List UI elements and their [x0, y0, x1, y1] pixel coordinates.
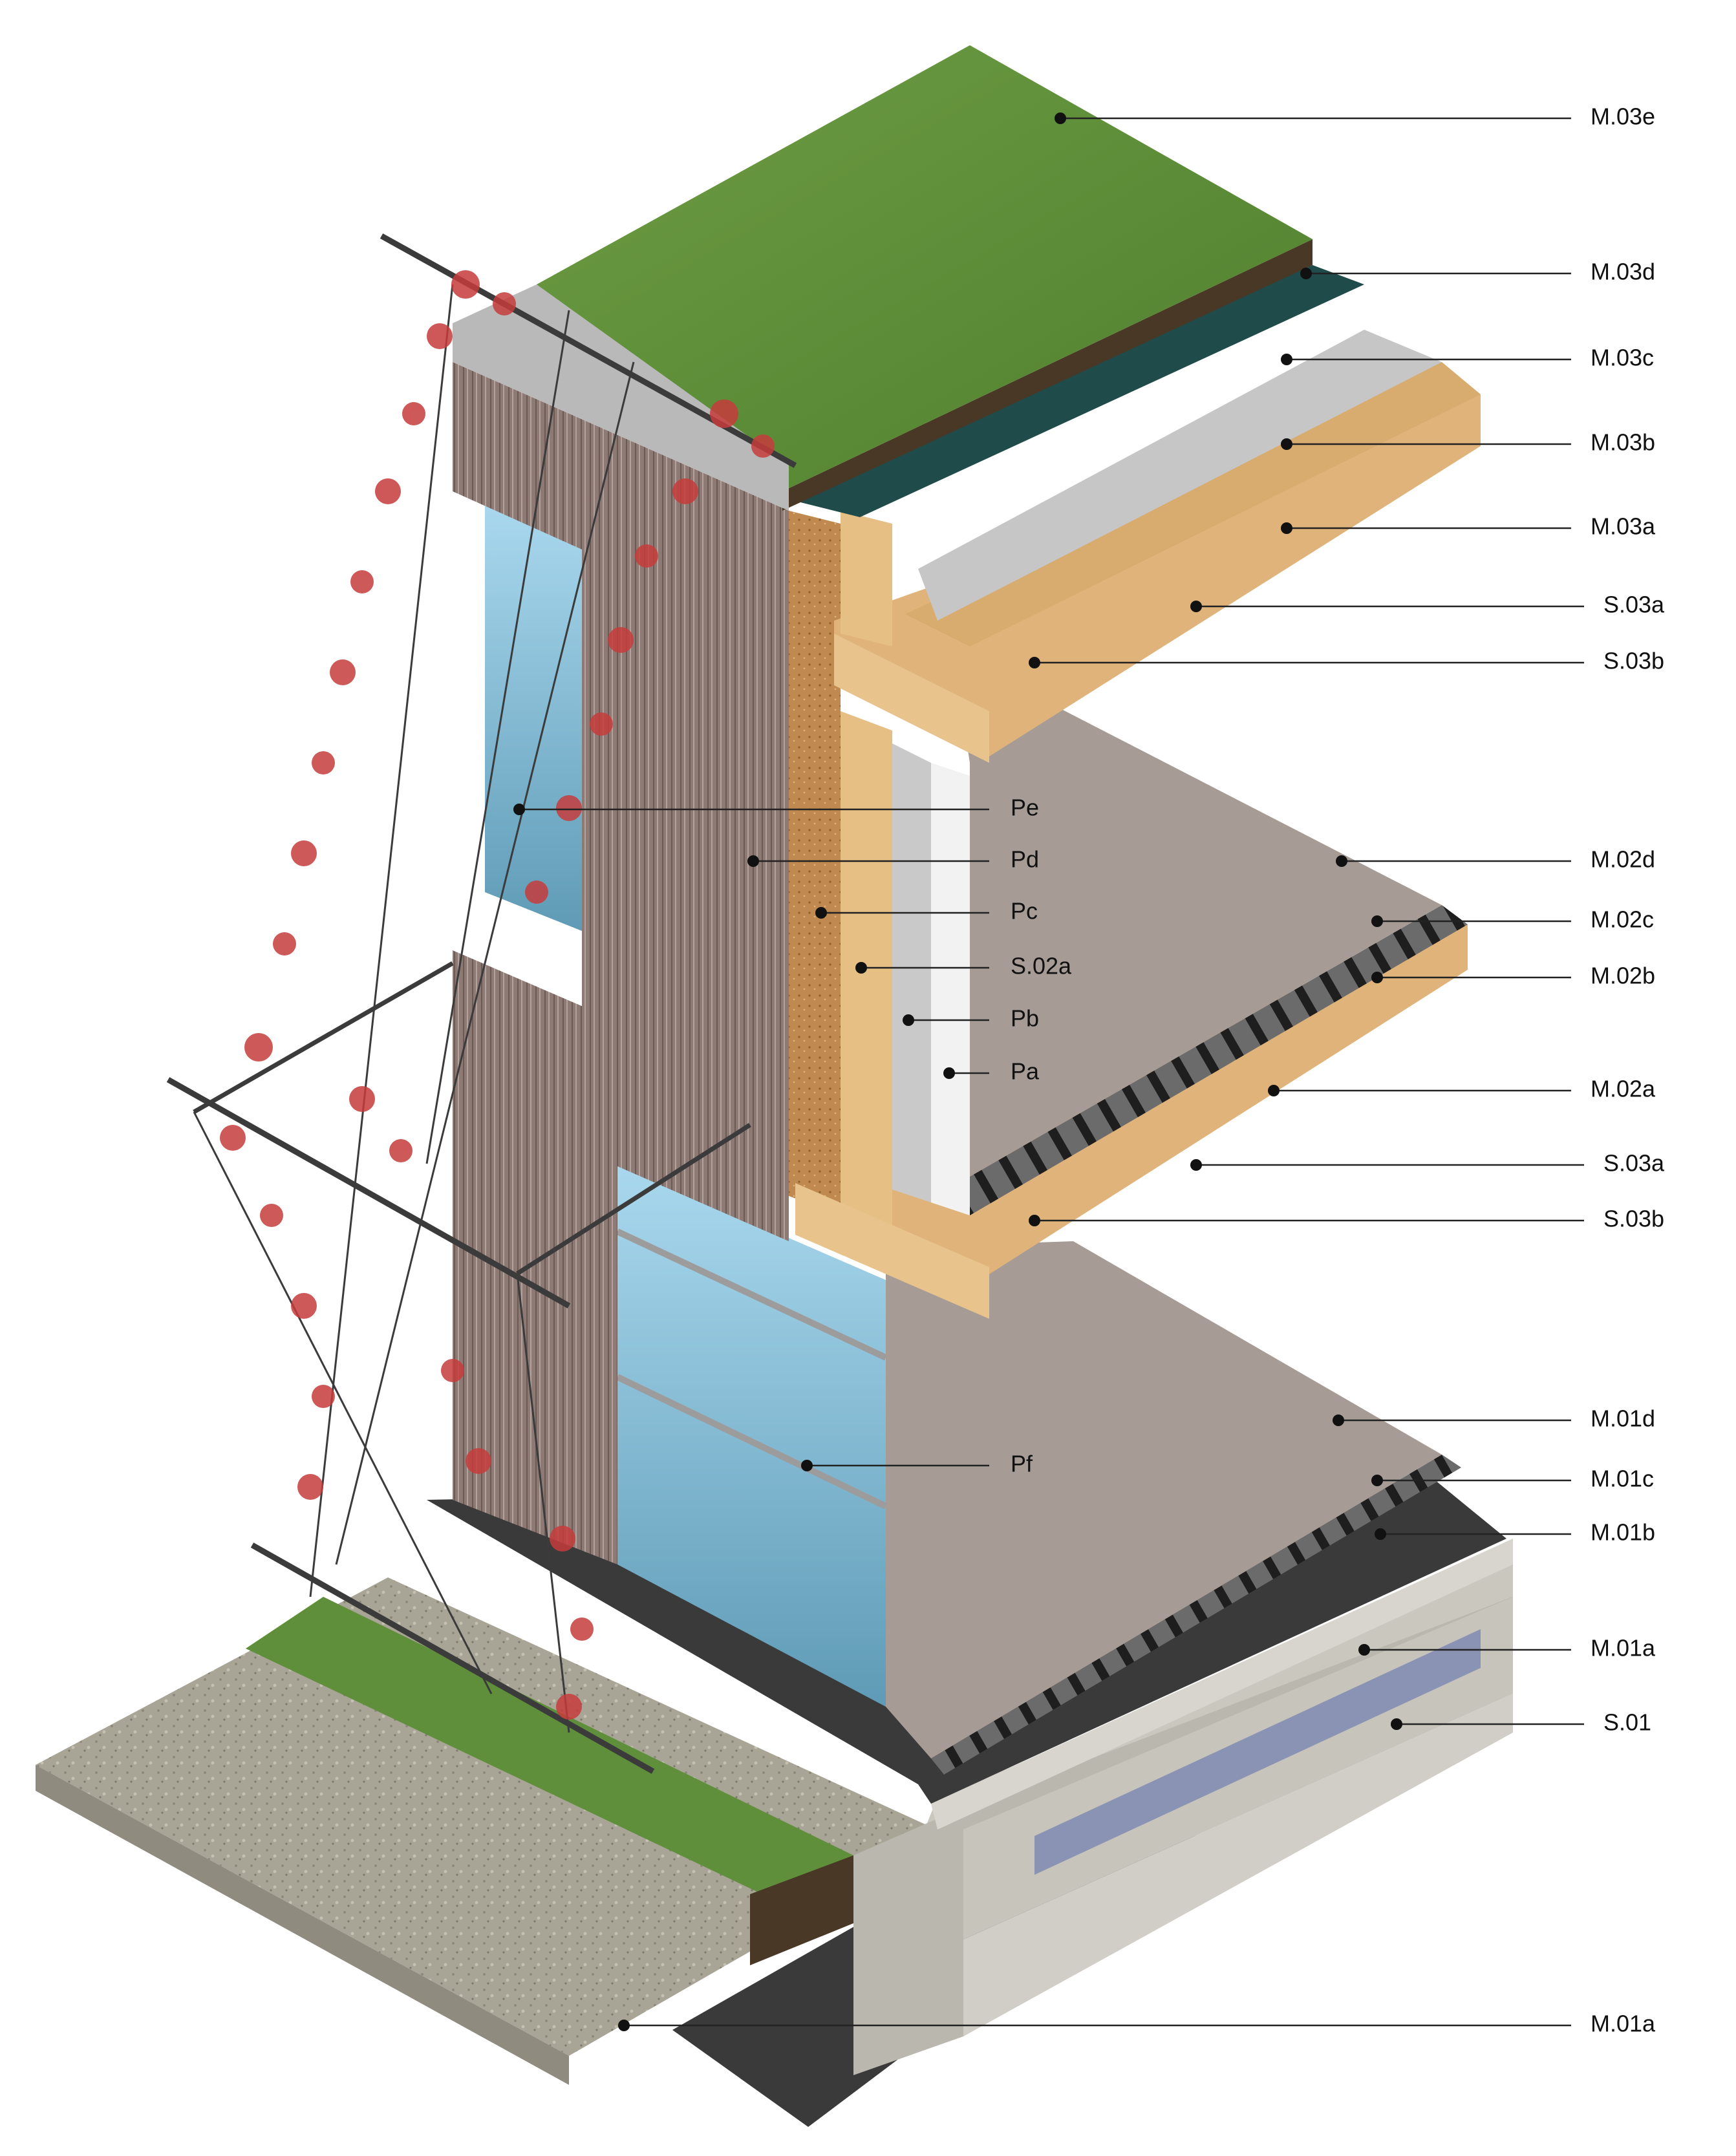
leader-dot-pc — [815, 907, 827, 919]
gravel-front-edge — [36, 1765, 569, 2085]
ground-gravel — [36, 1577, 950, 2056]
trellis — [166, 233, 797, 1774]
cladding-upper — [453, 362, 789, 1241]
roof-soil-edge — [782, 239, 1313, 511]
roof-m03a-joists — [834, 394, 1481, 756]
floor-m01d-finish — [886, 1241, 1442, 1758]
leader-dot-s-03a-mid — [1190, 1159, 1202, 1171]
label-pb: Pb — [1011, 1005, 1039, 1032]
illustration — [36, 45, 1513, 2127]
leader-dot-m-01d — [1333, 1414, 1344, 1426]
beam-s03b-mid — [795, 1183, 989, 1319]
leader-dot-m-01a-upper — [1358, 1644, 1370, 1656]
label-s-01: S.01 — [1603, 1709, 1651, 1736]
leader-dot-m-03a — [1281, 522, 1292, 534]
label-m-02c: M.02c — [1591, 906, 1654, 933]
label-m-03c: M.03c — [1591, 345, 1654, 371]
label-m-02d: M.02d — [1591, 846, 1655, 873]
leader-dot-m-01b — [1375, 1528, 1386, 1540]
leader-dot-m-03e — [1055, 112, 1066, 124]
roof-post — [841, 511, 892, 646]
leader-dot-m-03b — [1281, 438, 1292, 450]
leader-dot-pf — [801, 1460, 813, 1471]
glazing-upper — [485, 504, 582, 931]
cladding-lower — [453, 950, 617, 1564]
leader-dot-s-03a-top — [1190, 601, 1202, 612]
label-m-03e: M.03e — [1591, 103, 1655, 130]
slab-m01b — [931, 1539, 1513, 1830]
leader-dot-m-01a-lower — [618, 2020, 630, 2031]
floor-m01c-grooves — [931, 1455, 1461, 1775]
leader-dot-pd — [747, 855, 759, 867]
roof-s03b-beam — [834, 634, 989, 763]
wall-pa-board — [931, 763, 970, 1215]
leader-dot-pa — [943, 1067, 955, 1079]
leader-dot-pb — [903, 1014, 914, 1026]
label-s-03b-mid: S.03b — [1603, 1206, 1664, 1232]
label-m-03d: M.03d — [1591, 259, 1655, 285]
floor-m02d-finish — [957, 679, 1442, 1177]
leader-dot-m-02a — [1268, 1085, 1280, 1096]
foundation-face-lower — [963, 1694, 1513, 2036]
slab-m01a-void — [1034, 1629, 1481, 1875]
wall-pb-layer — [892, 743, 931, 1202]
roof-m03d-membrane — [782, 265, 1364, 517]
climbing-foliage — [220, 270, 775, 1720]
leader-dot-s-02a — [855, 962, 867, 974]
label-m-03b: M.03b — [1591, 429, 1655, 456]
lawn-soil-edge — [750, 1855, 853, 1965]
label-s-03a-top: S.03a — [1603, 592, 1665, 618]
label-pa: Pa — [1011, 1058, 1040, 1085]
leader-dot-m-02d — [1336, 855, 1347, 867]
leader-dot-s-03b-mid — [1029, 1215, 1040, 1226]
label-s-03b-top: S.03b — [1603, 648, 1664, 674]
label-s-02a: S.02a — [1011, 953, 1072, 979]
roof-m03b-deck — [905, 362, 1481, 646]
label-s-03a-mid: S.03a — [1603, 1150, 1665, 1177]
floor-m02b-grooves — [970, 905, 1468, 1215]
label-pd: Pd — [1011, 846, 1039, 873]
roof-m03e-grass — [537, 45, 1313, 491]
label-m-01c: M.01c — [1591, 1466, 1654, 1492]
wall-pc-insulation — [789, 511, 841, 1215]
label-pe: Pe — [1011, 795, 1039, 821]
roof-m03c-board — [918, 330, 1442, 621]
leader-dot-m-02b — [1371, 972, 1383, 983]
label-m-01a-upper: M.01a — [1591, 1635, 1656, 1661]
leader-dot-s-01 — [1391, 1718, 1402, 1730]
label-m-02a: M.02a — [1591, 1076, 1656, 1102]
leader-dot-m-02c — [1371, 915, 1383, 927]
label-pf: Pf — [1011, 1451, 1033, 1477]
glazing-lower — [617, 1164, 886, 1707]
parapet-cap — [453, 284, 789, 511]
leader-dot-pe — [513, 804, 525, 815]
label-m-03a: M.03a — [1591, 513, 1656, 540]
leader-dot-m-03c — [1281, 354, 1292, 365]
lawn-strip — [246, 1597, 853, 1901]
leader-dot-s-03b-top — [1029, 657, 1040, 668]
label-pc: Pc — [1011, 898, 1038, 924]
callouts: M.03eM.03dM.03cM.03bM.03aS.03aS.03bPePdP… — [513, 103, 1665, 2037]
leader-dot-m-01c — [1371, 1475, 1383, 1486]
label-m-01d: M.01d — [1591, 1405, 1655, 1432]
label-m-02b: M.02b — [1591, 963, 1655, 989]
leader-dot-m-03d — [1300, 268, 1312, 279]
label-m-01a-lower: M.01a — [1591, 2011, 1656, 2037]
label-m-01b: M.01b — [1591, 1519, 1655, 1546]
concrete-foundation-block — [853, 1552, 1513, 2075]
